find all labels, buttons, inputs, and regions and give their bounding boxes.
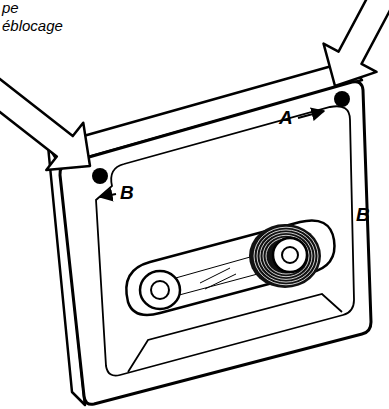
tape-winding xyxy=(266,238,306,274)
reel-hub xyxy=(151,281,169,299)
unlock-hole xyxy=(92,168,108,184)
pointer-arrow xyxy=(0,62,108,189)
wound-tape xyxy=(249,224,321,288)
caption-fragment: éblocage xyxy=(2,18,63,33)
tape-winding xyxy=(257,230,315,282)
caption-fragment: pe xyxy=(2,0,19,15)
reel-hub xyxy=(282,247,298,263)
direction-arrow xyxy=(100,194,116,197)
unlock-hole xyxy=(334,91,350,107)
side-letter: B xyxy=(356,205,370,224)
reel xyxy=(273,238,307,272)
pointer-arrow xyxy=(309,0,389,100)
side-letter: B xyxy=(120,183,134,202)
tape-winding xyxy=(254,227,318,285)
label-area xyxy=(96,106,354,375)
reel xyxy=(140,271,180,309)
tape-winding xyxy=(260,233,312,280)
direction-arrow xyxy=(298,111,324,118)
cassette-front xyxy=(60,82,371,405)
tape-winding xyxy=(263,235,309,276)
tape-window xyxy=(126,220,334,314)
side-letter: A xyxy=(279,108,293,127)
